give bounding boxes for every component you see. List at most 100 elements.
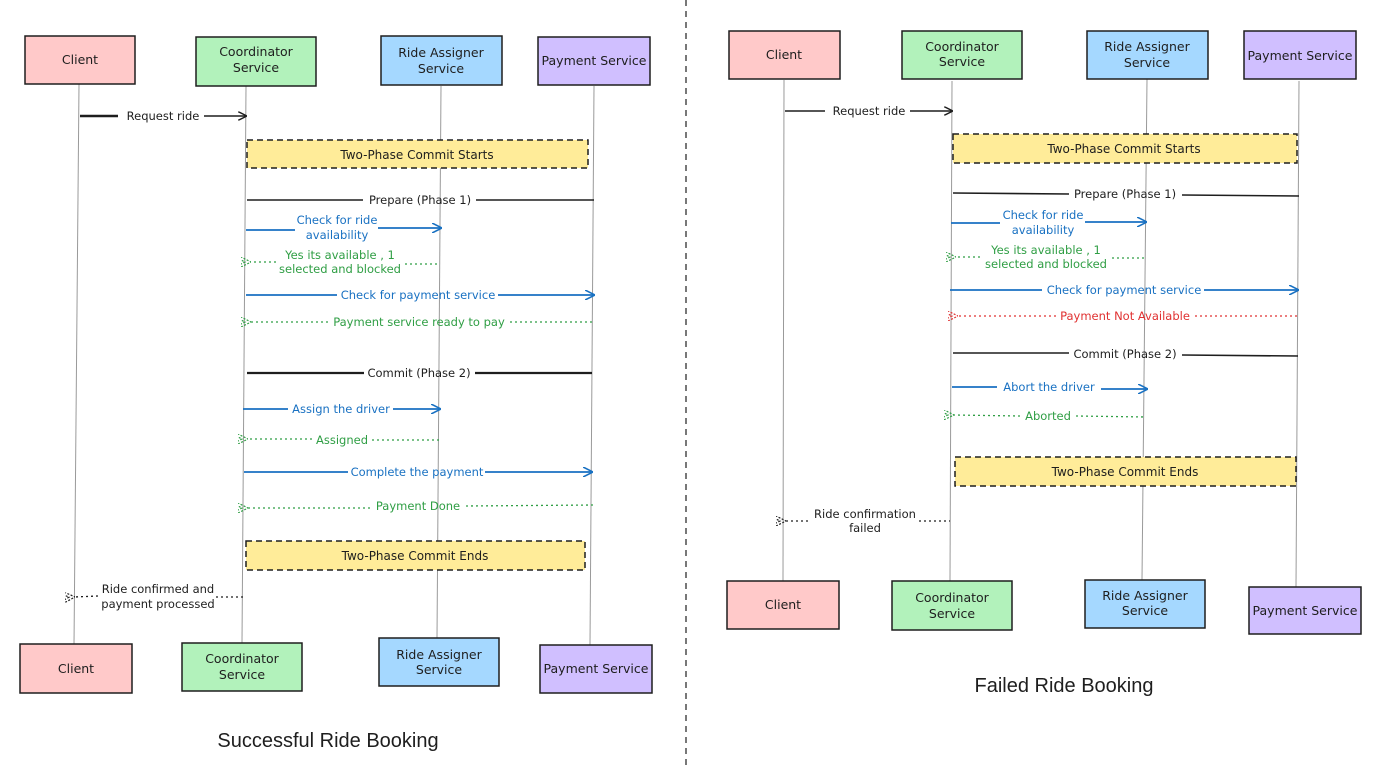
participant-coordinator-bottom: Coordinator Service (891, 580, 1013, 631)
message-label: availability (306, 228, 369, 242)
message-label: selected and blocked (279, 262, 401, 276)
message-label: Yes its available , 1 (990, 243, 1101, 257)
message-abort-driver: Abort the driver (952, 380, 1147, 394)
payment-lifeline (589, 85, 595, 646)
coordinator-lifeline (241, 85, 247, 644)
message-label: Check for ride (297, 213, 378, 227)
message-label: Request ride (833, 104, 906, 118)
message-ride-available: Yes its available , 1 selected and block… (250, 248, 439, 276)
message-label: Payment Done (376, 499, 460, 513)
message-prepare: Prepare (Phase 1) (952, 187, 1300, 201)
participant-payment-bottom: Payment Service (539, 644, 653, 694)
message-commit: Commit (Phase 2) (247, 366, 592, 380)
message-check-ride: Check for ride availability (951, 208, 1146, 237)
coordinator-lifeline (949, 80, 953, 582)
message-label: selected and blocked (985, 257, 1107, 271)
participant-label: Service (939, 54, 986, 69)
participant-label: Coordinator (925, 39, 999, 54)
message-label: Yes its available , 1 (284, 248, 395, 262)
participant-coordinator-top: Coordinator Service (901, 30, 1023, 80)
message-check-payment: Check for payment service (246, 288, 594, 302)
participant-ride-assigner-bottom: Ride Assigner Service (378, 637, 500, 687)
message-label: failed (849, 521, 881, 535)
message-payment-unavailable: Payment Not Available (957, 309, 1297, 323)
message-label: Aborted (1025, 409, 1071, 423)
message-label: Check for payment service (1047, 283, 1202, 297)
message-label: Prepare (Phase 1) (369, 193, 471, 207)
phase-band-end: Two-Phase Commit Ends (954, 456, 1297, 487)
message-label: Request ride (127, 109, 200, 123)
message-label: Check for payment service (341, 288, 496, 302)
payment-lifeline (1295, 80, 1300, 588)
participant-label: Coordinator (915, 590, 989, 605)
participant-client-bottom: Client (19, 643, 133, 694)
message-ride-failed: Ride confirmation failed (785, 507, 950, 535)
message-label: Ride confirmed and (102, 582, 215, 596)
participant-client-top: Client (24, 35, 136, 85)
client-lifeline (782, 79, 785, 582)
message-payment-done: Payment Done (247, 499, 596, 513)
participant-label: Service (1124, 55, 1171, 70)
participant-client-top: Client (728, 30, 841, 80)
message-label: Commit (Phase 2) (1073, 347, 1176, 361)
phase-band-label: Two-Phase Commit Ends (1051, 465, 1199, 479)
participant-label: Ride Assigner (1102, 588, 1188, 603)
phase-band-label: Two-Phase Commit Starts (1046, 142, 1200, 156)
message-label: Payment service ready to pay (333, 315, 505, 329)
success-caption: Successful Ride Booking (217, 730, 438, 752)
message-label: Ride confirmation (814, 507, 916, 521)
participant-label: Payment Service (1253, 603, 1358, 618)
message-label: availability (1012, 223, 1075, 237)
participant-client-bottom: Client (726, 580, 840, 630)
message-label: Prepare (Phase 1) (1074, 187, 1176, 201)
message-ride-confirmed: Ride confirmed and payment processed (74, 582, 245, 611)
failure-panel: Client Coordinator Service Ride Assigner… (726, 30, 1362, 697)
participant-label: Ride Assigner (398, 45, 484, 60)
participant-coordinator-top: Coordinator Service (195, 36, 317, 87)
participant-label: Coordinator (219, 44, 293, 59)
participant-label: Service (418, 61, 465, 76)
client-lifeline (73, 83, 80, 646)
message-complete-payment: Complete the payment (244, 465, 592, 479)
participant-ride-assigner-top: Ride Assigner Service (1086, 30, 1209, 80)
participant-label: Payment Service (542, 53, 647, 68)
message-label: payment processed (101, 597, 214, 611)
message-commit: Commit (Phase 2) (953, 347, 1299, 361)
participant-label: Ride Assigner (1104, 39, 1190, 54)
message-ride-available: Yes its available , 1 selected and block… (955, 243, 1145, 271)
message-assigned: Assigned (247, 433, 440, 447)
participant-label: Service (416, 662, 463, 677)
message-label: Complete the payment (351, 465, 484, 479)
phase-band-label: Two-Phase Commit Ends (341, 549, 489, 563)
participant-coordinator-bottom: Coordinator Service (181, 642, 303, 692)
participant-label: Service (219, 667, 266, 682)
participant-payment-bottom: Payment Service (1248, 586, 1362, 635)
success-panel: Client Coordinator Service Ride Assigner… (19, 35, 653, 752)
participant-payment-top: Payment Service (537, 36, 651, 86)
message-request-ride: Request ride (80, 109, 246, 123)
participant-label: Client (62, 52, 98, 67)
message-check-ride: Check for ride availability (246, 213, 441, 242)
participant-label: Client (58, 661, 94, 676)
message-request-ride: Request ride (785, 104, 952, 118)
participant-label: Payment Service (1248, 48, 1353, 63)
participant-label: Service (233, 60, 280, 75)
participant-label: Coordinator (205, 651, 279, 666)
message-check-payment: Check for payment service (950, 283, 1298, 297)
phase-band-end: Two-Phase Commit Ends (245, 540, 586, 571)
participant-ride-assigner-top: Ride Assigner Service (380, 35, 503, 86)
participant-ride-assigner-bottom: Ride Assigner Service (1084, 579, 1206, 629)
message-label: Assigned (316, 433, 368, 447)
message-label: Assign the driver (292, 402, 390, 416)
message-label: Payment Not Available (1060, 309, 1190, 323)
participant-label: Service (1122, 603, 1169, 618)
participant-label: Client (765, 597, 801, 612)
message-prepare: Prepare (Phase 1) (247, 193, 594, 207)
phase-band-start: Two-Phase Commit Starts (246, 139, 589, 169)
participant-label: Ride Assigner (396, 647, 482, 662)
message-payment-ready: Payment service ready to pay (250, 315, 592, 329)
message-label: Abort the driver (1003, 380, 1095, 394)
message-label: Check for ride (1003, 208, 1084, 222)
participant-label: Service (929, 606, 976, 621)
